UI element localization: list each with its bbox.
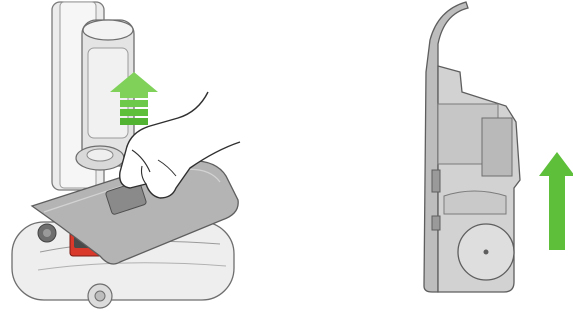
left-panel: [12, 2, 240, 308]
lift-arrow-right-icon: [539, 152, 573, 250]
device-side-body: [432, 66, 520, 292]
right-panel: [424, 2, 573, 292]
